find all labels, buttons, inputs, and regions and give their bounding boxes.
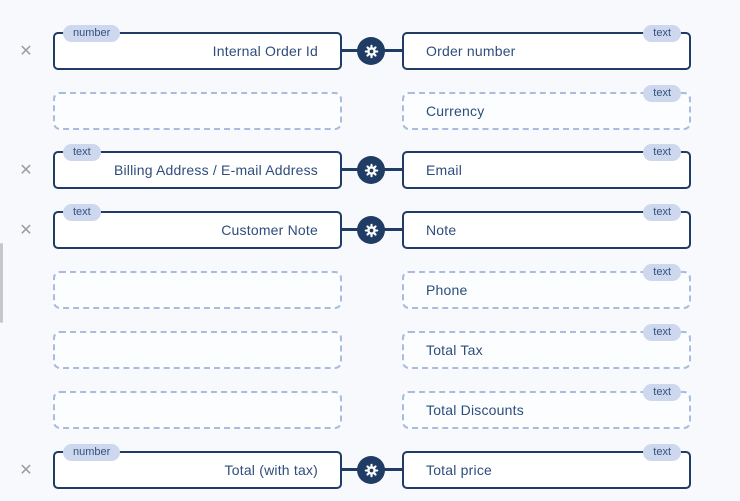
mapping-row: ✕ number Internal Order Id: [0, 25, 740, 70]
remove-mapping-button[interactable]: ✕: [16, 220, 36, 240]
target-field[interactable]: text Note: [402, 204, 691, 249]
target-field[interactable]: text Currency: [402, 85, 691, 130]
mapping-row: ✕ text Customer Note t: [0, 204, 740, 249]
source-field[interactable]: text Customer Note: [53, 204, 342, 249]
mapping-settings-button[interactable]: [357, 37, 385, 65]
mapping-row: text Phone: [0, 264, 740, 309]
remove-mapping-button[interactable]: ✕: [16, 41, 36, 61]
target-field-label: Currency: [426, 103, 485, 119]
field-type-badge: text: [643, 384, 681, 401]
target-field[interactable]: text Phone: [402, 264, 691, 309]
target-field[interactable]: text Email: [402, 144, 691, 189]
source-field-label: Customer Note: [221, 222, 318, 238]
target-field-label: Email: [426, 162, 463, 178]
target-field-label: Total price: [426, 462, 493, 478]
field-type-badge: text: [643, 25, 681, 42]
gear-icon: [364, 163, 379, 178]
source-field-empty[interactable]: [53, 331, 342, 369]
source-field[interactable]: number Internal Order Id: [53, 25, 342, 70]
field-type-badge: text: [643, 144, 681, 161]
field-type-badge: text: [643, 264, 681, 281]
source-field-empty[interactable]: [53, 271, 342, 309]
field-type-badge: number: [63, 25, 121, 42]
remove-mapping-button[interactable]: ✕: [16, 460, 36, 480]
target-field-label: Total Tax: [426, 342, 483, 358]
mapping-settings-button[interactable]: [357, 156, 385, 184]
scrollbar-thumb[interactable]: [0, 243, 3, 323]
source-field[interactable]: text Billing Address / E-mail Address: [53, 144, 342, 189]
source-field-label: Billing Address / E-mail Address: [113, 162, 318, 178]
field-type-badge: text: [643, 324, 681, 341]
mapping-settings-button[interactable]: [357, 216, 385, 244]
mapping-row: text Total Tax: [0, 324, 740, 369]
field-type-badge: text: [63, 204, 101, 221]
gear-icon: [364, 463, 379, 478]
mapping-row: text Total Discounts: [0, 384, 740, 429]
source-field-label: Total (with tax): [224, 462, 318, 478]
source-field-empty[interactable]: [53, 391, 342, 429]
field-type-badge: number: [63, 444, 121, 461]
gear-icon: [364, 44, 379, 59]
mapping-row: ✕ number Total (with tax): [0, 444, 740, 489]
field-type-badge: text: [643, 204, 681, 221]
target-field-label: Total Discounts: [426, 402, 524, 418]
mapping-settings-button[interactable]: [357, 456, 385, 484]
target-field[interactable]: text Total price: [402, 444, 691, 489]
field-type-badge: text: [643, 444, 681, 461]
target-field-label: Note: [426, 222, 457, 238]
source-field-label: Internal Order Id: [212, 43, 318, 59]
field-type-badge: text: [643, 85, 681, 102]
remove-mapping-button[interactable]: ✕: [16, 160, 36, 180]
target-field-label: Phone: [426, 282, 468, 298]
mapping-row: text Currency: [0, 85, 740, 130]
field-type-badge: text: [63, 144, 101, 161]
target-field-label: Order number: [426, 43, 516, 59]
target-field[interactable]: text Total Tax: [402, 324, 691, 369]
target-field[interactable]: text Order number: [402, 25, 691, 70]
gear-icon: [364, 223, 379, 238]
source-field[interactable]: number Total (with tax): [53, 444, 342, 489]
target-field[interactable]: text Total Discounts: [402, 384, 691, 429]
source-field-empty[interactable]: [53, 92, 342, 130]
mapping-row: ✕ text Billing Address / E-mail Addres: [0, 144, 740, 189]
